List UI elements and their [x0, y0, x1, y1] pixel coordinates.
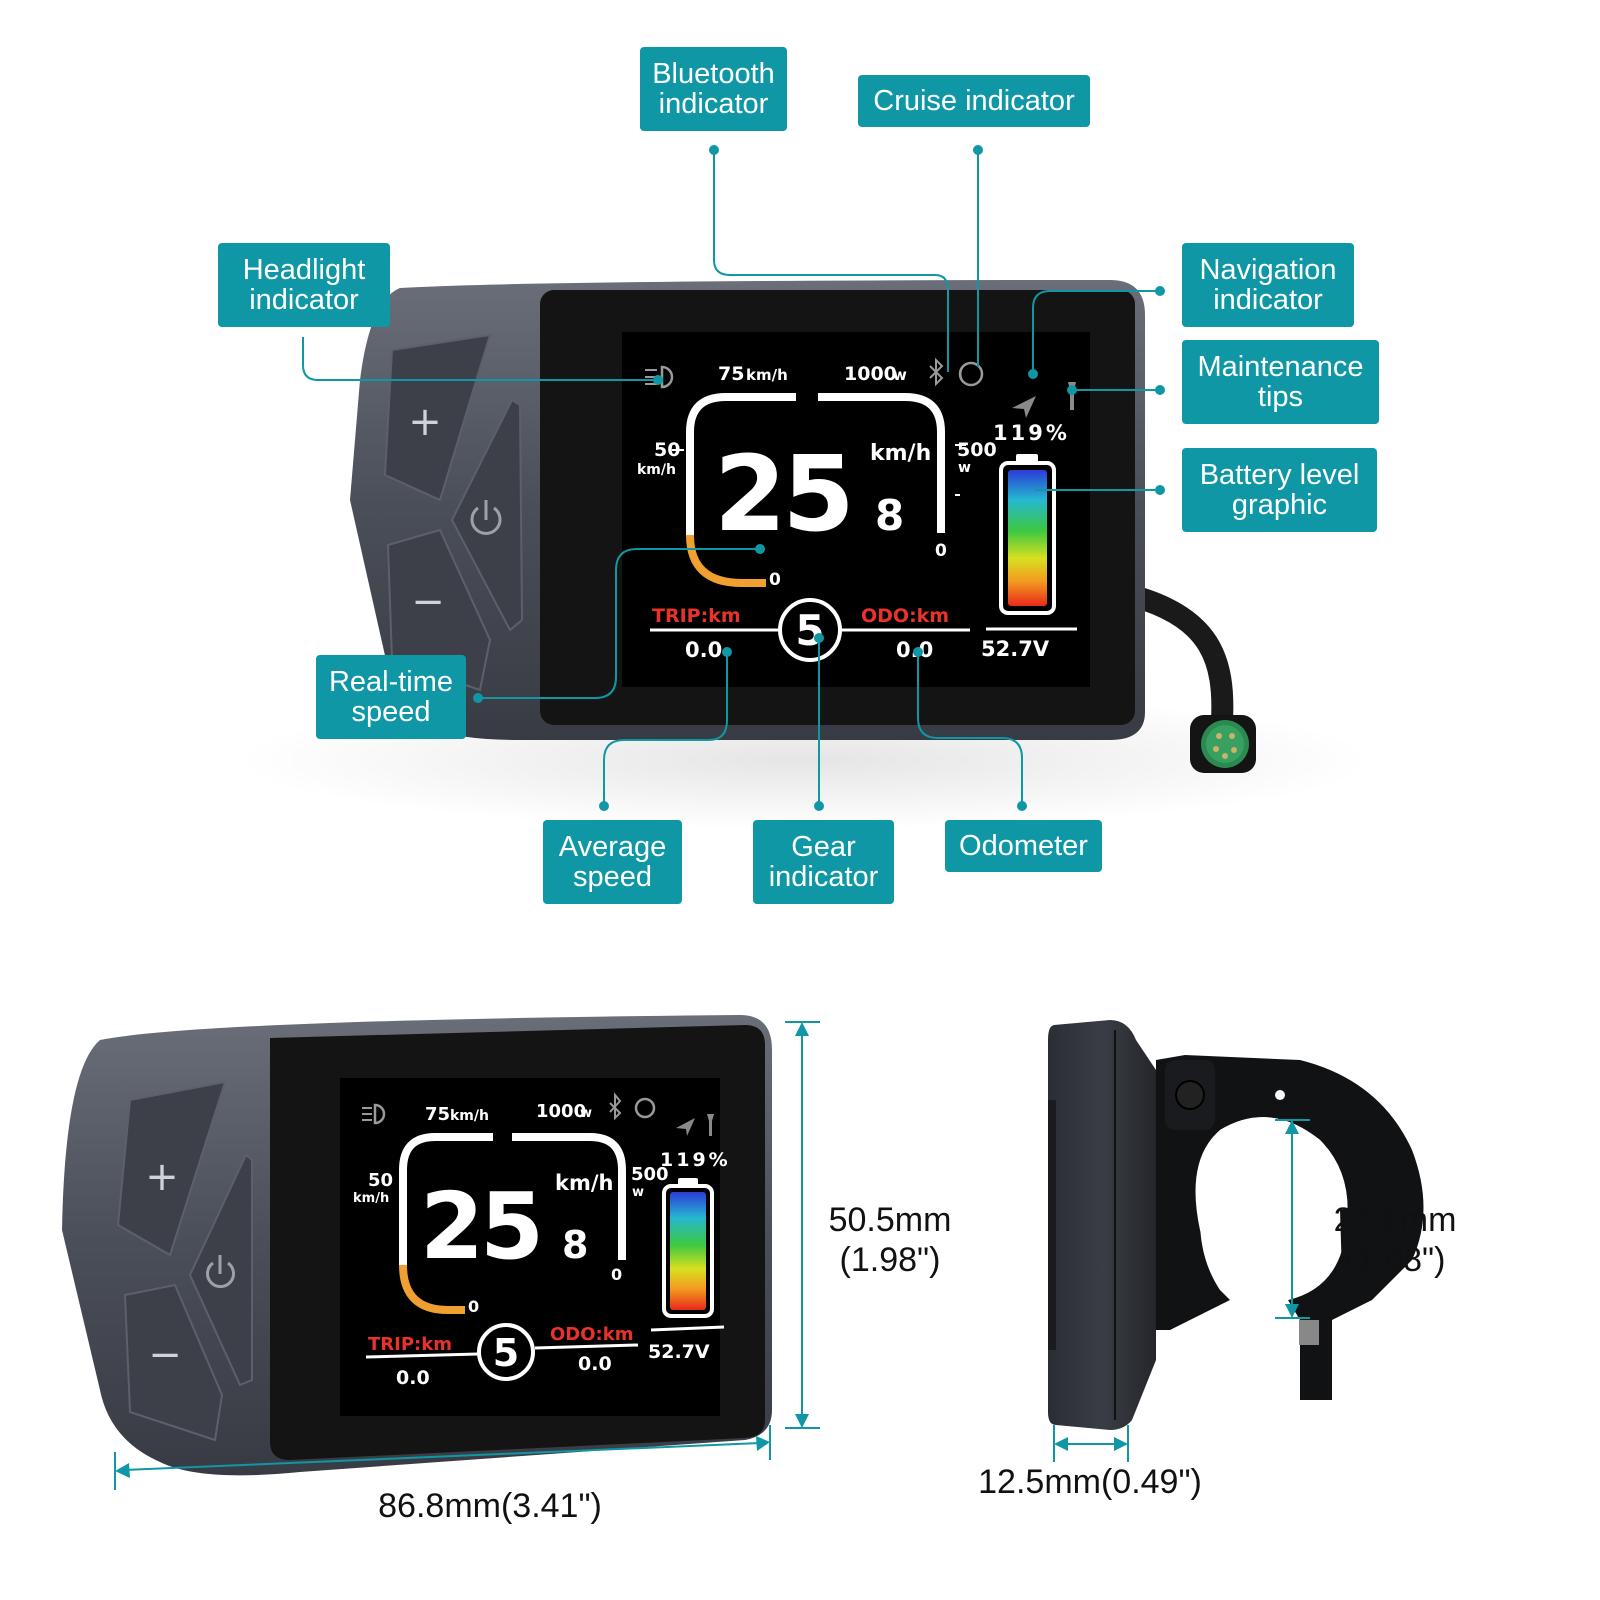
svg-text:TRIP:km: TRIP:km [368, 1334, 452, 1355]
svg-text:0.0: 0.0 [578, 1353, 612, 1375]
power-mark-zero: 0 [935, 541, 947, 561]
dimension-height: 50.5mm (1.98") [828, 1201, 952, 1279]
speed-arc [686, 534, 766, 587]
svg-text:0.0: 0.0 [396, 1367, 430, 1389]
callout-battery: Battery level graphic [1182, 448, 1377, 532]
svg-text:119%: 119% [660, 1149, 731, 1171]
gear-value: 5 [795, 606, 824, 655]
realtime-speed-value: 25 [714, 433, 851, 555]
callout-bluetooth: Bluetooth indicator [640, 47, 787, 131]
speed-mark-top-unit: km/h [746, 366, 788, 384]
callout-odometer: Odometer [945, 820, 1102, 872]
bluetooth-icon [929, 357, 944, 387]
dimension-arrow-clamp [1275, 1119, 1310, 1319]
plus-button[interactable]: + [383, 333, 492, 502]
callout-leaders [302, 150, 1160, 806]
callout-gear: Gear indicator [753, 820, 894, 904]
callout-cruise: Cruise indicator [858, 75, 1090, 127]
svg-text:0: 0 [468, 1297, 479, 1316]
minus-button[interactable]: − [386, 528, 492, 692]
dimension-depth: 12.5mm(0.49") [978, 1463, 1202, 1501]
speed-mark-top: 75 [718, 363, 744, 385]
svg-text:5: 5 [493, 1331, 519, 1375]
trip-value: 0.0 [685, 638, 722, 662]
front-view-device: + − 75 km/h 1000 w 50 km/h 500 w 0 0 km/… [62, 1015, 820, 1490]
gear-indicator-ring [778, 598, 842, 662]
speed-mark-left-unit: km/h [637, 462, 676, 478]
navigation-icon [1012, 396, 1036, 418]
power-icon [470, 500, 502, 535]
svg-text:km/h: km/h [555, 1171, 613, 1195]
callout-dots [473, 145, 1165, 811]
battery-fill [1008, 470, 1047, 606]
dimension-arrows-front [114, 1021, 820, 1490]
plus-label: + [408, 399, 442, 445]
speed-unit-main: km/h [870, 441, 931, 466]
battery-voltage: 52.7V [981, 637, 1050, 661]
svg-text:+: + [145, 1154, 179, 1200]
power-mark-right-unit: w [958, 460, 971, 476]
svg-text:ODO:km: ODO:km [550, 1324, 633, 1345]
svg-text:w: w [632, 1185, 644, 1200]
svg-text:−: − [148, 1332, 182, 1378]
svg-text:500: 500 [631, 1164, 669, 1185]
dimension-clamp: 27.6mm (1.08") [1333, 1201, 1457, 1279]
power-button[interactable] [450, 398, 524, 632]
svg-text:75: 75 [425, 1104, 450, 1125]
svg-text:52.7V: 52.7V [648, 1341, 710, 1363]
main-display-device: + − 75 km/h 1000 w 50 [302, 145, 1256, 811]
power-mark-right: 500 [957, 439, 997, 461]
speed-mark-left: 50 [654, 439, 680, 461]
svg-text:50: 50 [368, 1170, 393, 1191]
svg-text:25: 25 [420, 1173, 540, 1280]
front-minus-button[interactable]: − [123, 1283, 224, 1442]
side-view-device [1048, 1020, 1424, 1462]
callout-average-speed: Average speed [543, 820, 682, 904]
front-plus-button[interactable]: + [116, 1080, 227, 1257]
realtime-speed-decimal: 8 [875, 491, 904, 540]
trip-label: TRIP:km [652, 605, 741, 627]
power-mark-top: 1000 [844, 363, 897, 385]
dimension-arrow-depth [1053, 1425, 1129, 1462]
cruise-icon [958, 361, 984, 387]
battery-percent: 119% [993, 421, 1070, 445]
callout-realtime-speed: Real-time speed [316, 655, 466, 739]
svg-text:1000: 1000 [536, 1101, 586, 1122]
svg-text:km/h: km/h [450, 1108, 489, 1124]
callout-navigation: Navigation indicator [1182, 243, 1354, 327]
svg-text:8: 8 [562, 1223, 588, 1267]
cable [1136, 587, 1256, 773]
speed-mark-zero: 0 [769, 570, 781, 590]
odo-label: ODO:km [861, 605, 949, 627]
callout-maintenance: Maintenance tips [1182, 340, 1379, 424]
minus-label: − [411, 579, 445, 625]
svg-text:0: 0 [611, 1265, 622, 1284]
svg-text:w: w [580, 1106, 592, 1121]
front-power-button[interactable] [188, 1153, 253, 1387]
svg-text:km/h: km/h [353, 1191, 389, 1206]
callout-headlight: Headlight indicator [218, 243, 390, 327]
dimension-width: 86.8mm(3.41") [378, 1487, 602, 1525]
power-mark-top-unit: w [893, 366, 907, 384]
battery-graphic [999, 461, 1056, 615]
